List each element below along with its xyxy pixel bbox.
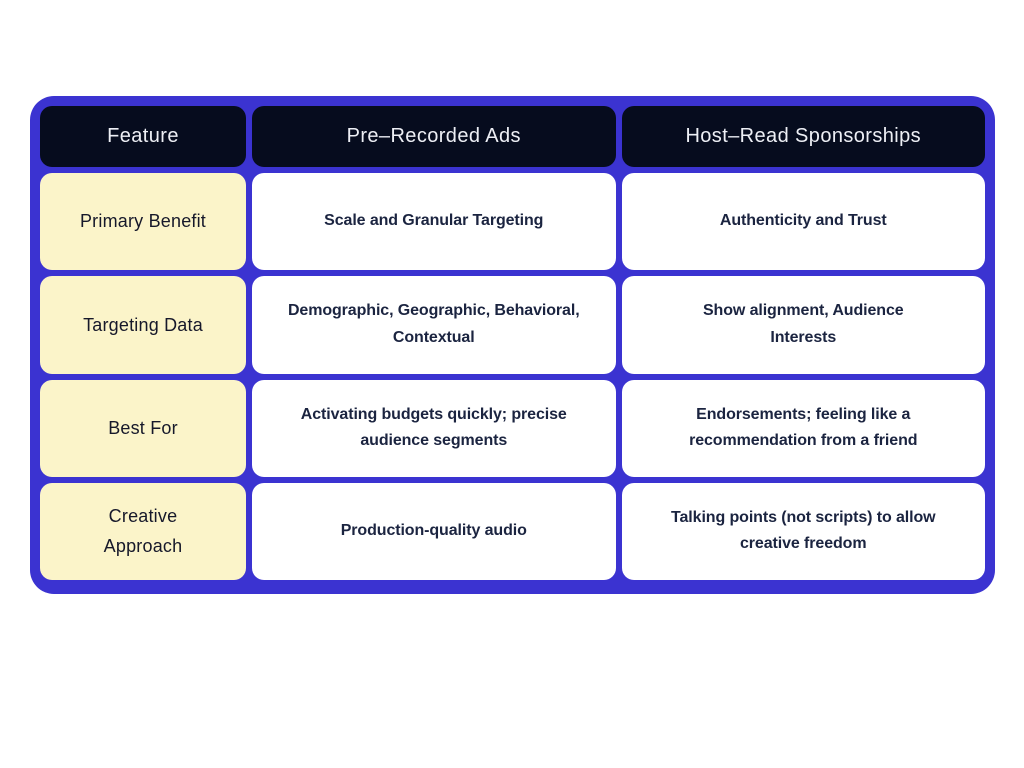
value-cell-targeting-data-host-read: Show alignment, Audience Interests xyxy=(621,276,985,374)
header-cell-pre-recorded-ads: Pre–Recorded Ads xyxy=(252,106,616,167)
feature-cell-creative-approach: Creative Approach xyxy=(40,482,246,580)
value-text: Show alignment, Audience Interests xyxy=(702,302,904,346)
header-label-pre-recorded-ads: Pre–Recorded Ads xyxy=(346,125,521,147)
feature-cell-targeting-data: Targeting Data xyxy=(40,276,246,374)
feature-cell-primary-benefit: Primary Benefit xyxy=(40,173,246,271)
value-text: Activating budgets quickly; precise audi… xyxy=(300,405,567,450)
comparison-table: Feature Pre–Recorded Ads Host–Read Spons… xyxy=(30,96,995,594)
value-cell-creative-approach-pre-recorded: Production-quality audio xyxy=(252,482,616,580)
header-cell-host-read-sponsorships: Host–Read Sponsorships xyxy=(621,106,985,167)
value-text: Endorsements; feeling like a recommendat… xyxy=(689,405,918,450)
value-cell-primary-benefit-pre-recorded: Scale and Granular Targeting xyxy=(252,173,616,271)
header-label-feature: Feature xyxy=(107,125,179,147)
value-text: Scale and Granular Targeting xyxy=(324,212,544,230)
feature-label: Creative Approach xyxy=(103,505,183,557)
value-cell-best-for-pre-recorded: Activating budgets quickly; precise audi… xyxy=(252,379,616,477)
value-text: Production-quality audio xyxy=(340,522,527,540)
value-cell-creative-approach-host-read: Talking points (not scripts) to allow cr… xyxy=(621,482,985,580)
feature-label: Targeting Data xyxy=(83,314,203,335)
feature-label: Best For xyxy=(108,417,178,438)
value-cell-primary-benefit-host-read: Authenticity and Trust xyxy=(621,173,985,271)
feature-cell-best-for: Best For xyxy=(40,379,246,477)
header-label-host-read-sponsorships: Host–Read Sponsorships xyxy=(685,125,922,147)
value-text: Talking points (not scripts) to allow cr… xyxy=(671,508,936,553)
value-text: Authenticity and Trust xyxy=(719,212,887,230)
value-text: Demographic, Geographic, Behavioral, Con… xyxy=(287,302,580,346)
feature-label: Primary Benefit xyxy=(79,211,207,232)
value-cell-targeting-data-pre-recorded: Demographic, Geographic, Behavioral, Con… xyxy=(252,276,616,374)
header-cell-feature: Feature xyxy=(40,106,246,167)
value-cell-best-for-host-read: Endorsements; feeling like a recommendat… xyxy=(621,379,985,477)
